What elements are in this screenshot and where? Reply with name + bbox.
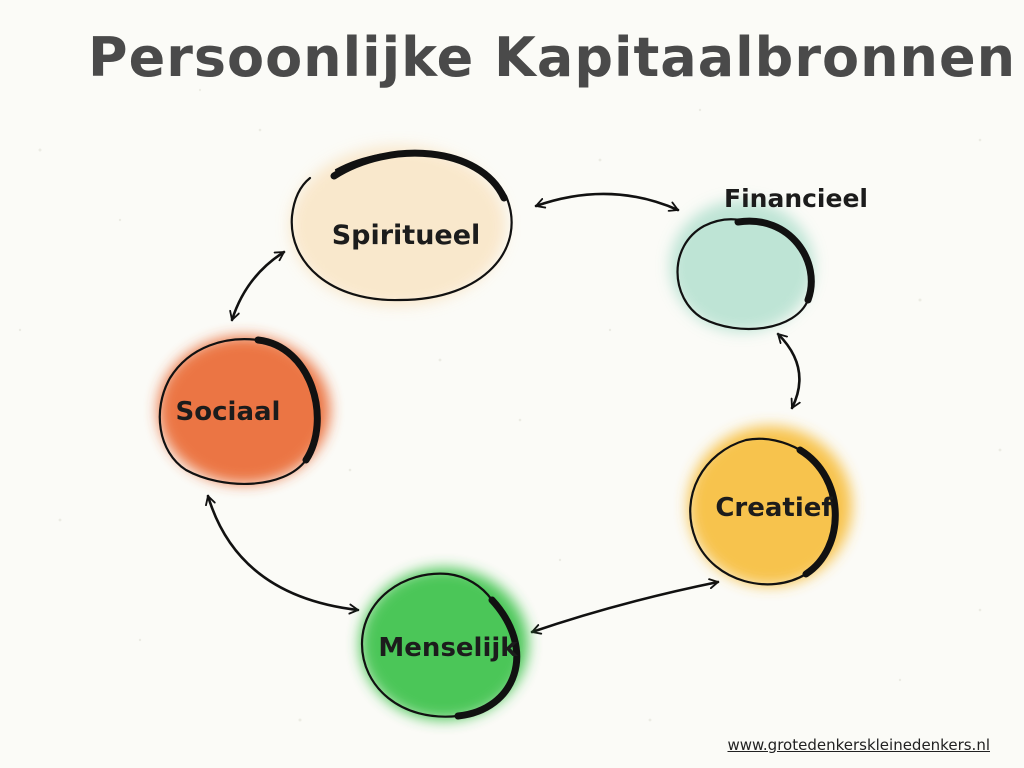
node-financieel-fill <box>670 200 814 332</box>
link-menselijk-sociaal <box>205 494 360 615</box>
website-link[interactable]: www.grotedenkerskleinedenkers.nl <box>727 736 990 754</box>
node-creatief-fill <box>688 426 852 586</box>
node-creatief-label: Creatief <box>715 493 833 523</box>
node-menselijk: Menselijk <box>360 568 528 720</box>
link-sociaal-spiritueel <box>229 250 286 322</box>
node-sociaal: Sociaal <box>158 336 330 485</box>
node-spiritueel-fill <box>290 146 506 306</box>
link-creatief-menselijk <box>530 578 720 635</box>
node-spiritueel-label: Spiritueel <box>332 220 481 251</box>
page-title: Persoonlijke Kapitaalbronnen <box>88 26 1017 89</box>
node-financieel-label: Financieel <box>724 184 868 213</box>
node-sociaal-fill <box>158 336 330 484</box>
link-spiritueel-financieel <box>534 192 680 212</box>
link-financieel-creatief <box>776 332 801 410</box>
node-menselijk-fill <box>360 568 528 720</box>
node-financieel: Financieel <box>670 184 868 332</box>
node-creatief: Creatief <box>688 426 852 586</box>
node-sociaal-label: Sociaal <box>176 397 281 427</box>
node-menselijk-label: Menselijk <box>378 633 518 663</box>
node-spiritueel: Spiritueel <box>290 146 513 306</box>
